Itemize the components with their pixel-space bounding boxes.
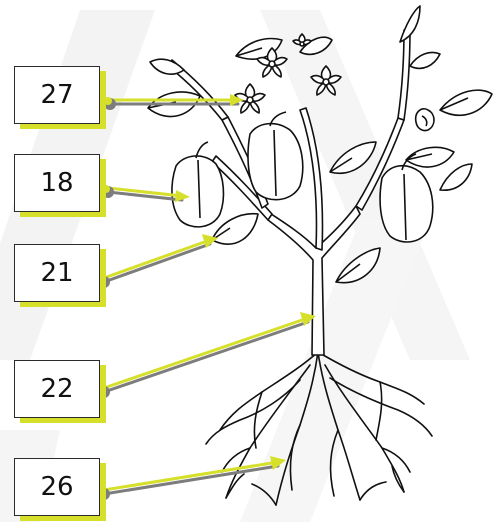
pointer-arrows (98, 94, 316, 500)
plant-flowers (234, 33, 435, 132)
plant-leaves (147, 5, 493, 284)
plant-stem (167, 29, 411, 356)
label-box-stem: 22 (14, 360, 106, 423)
label-box-flower: 27 (14, 66, 106, 129)
arrow-22 (98, 312, 316, 398)
label-box-root: 26 (14, 458, 106, 521)
flower-b (256, 47, 288, 78)
flower-bud (414, 107, 435, 132)
arrow-27 (104, 94, 244, 110)
label-number: 22 (14, 360, 100, 418)
arrow-21 (98, 234, 218, 288)
label-number: 26 (14, 458, 100, 516)
plant-roots (205, 351, 433, 506)
label-number: 27 (14, 66, 100, 124)
plant-fruits (171, 111, 434, 243)
flower-small (292, 33, 312, 47)
flower-c (310, 65, 342, 96)
label-box-leaf: 21 (14, 244, 106, 307)
flower-a (234, 83, 266, 114)
label-number: 18 (14, 154, 100, 212)
label-number: 21 (14, 244, 100, 302)
arrow-18 (102, 185, 190, 202)
label-box-fruit: 18 (14, 154, 106, 217)
